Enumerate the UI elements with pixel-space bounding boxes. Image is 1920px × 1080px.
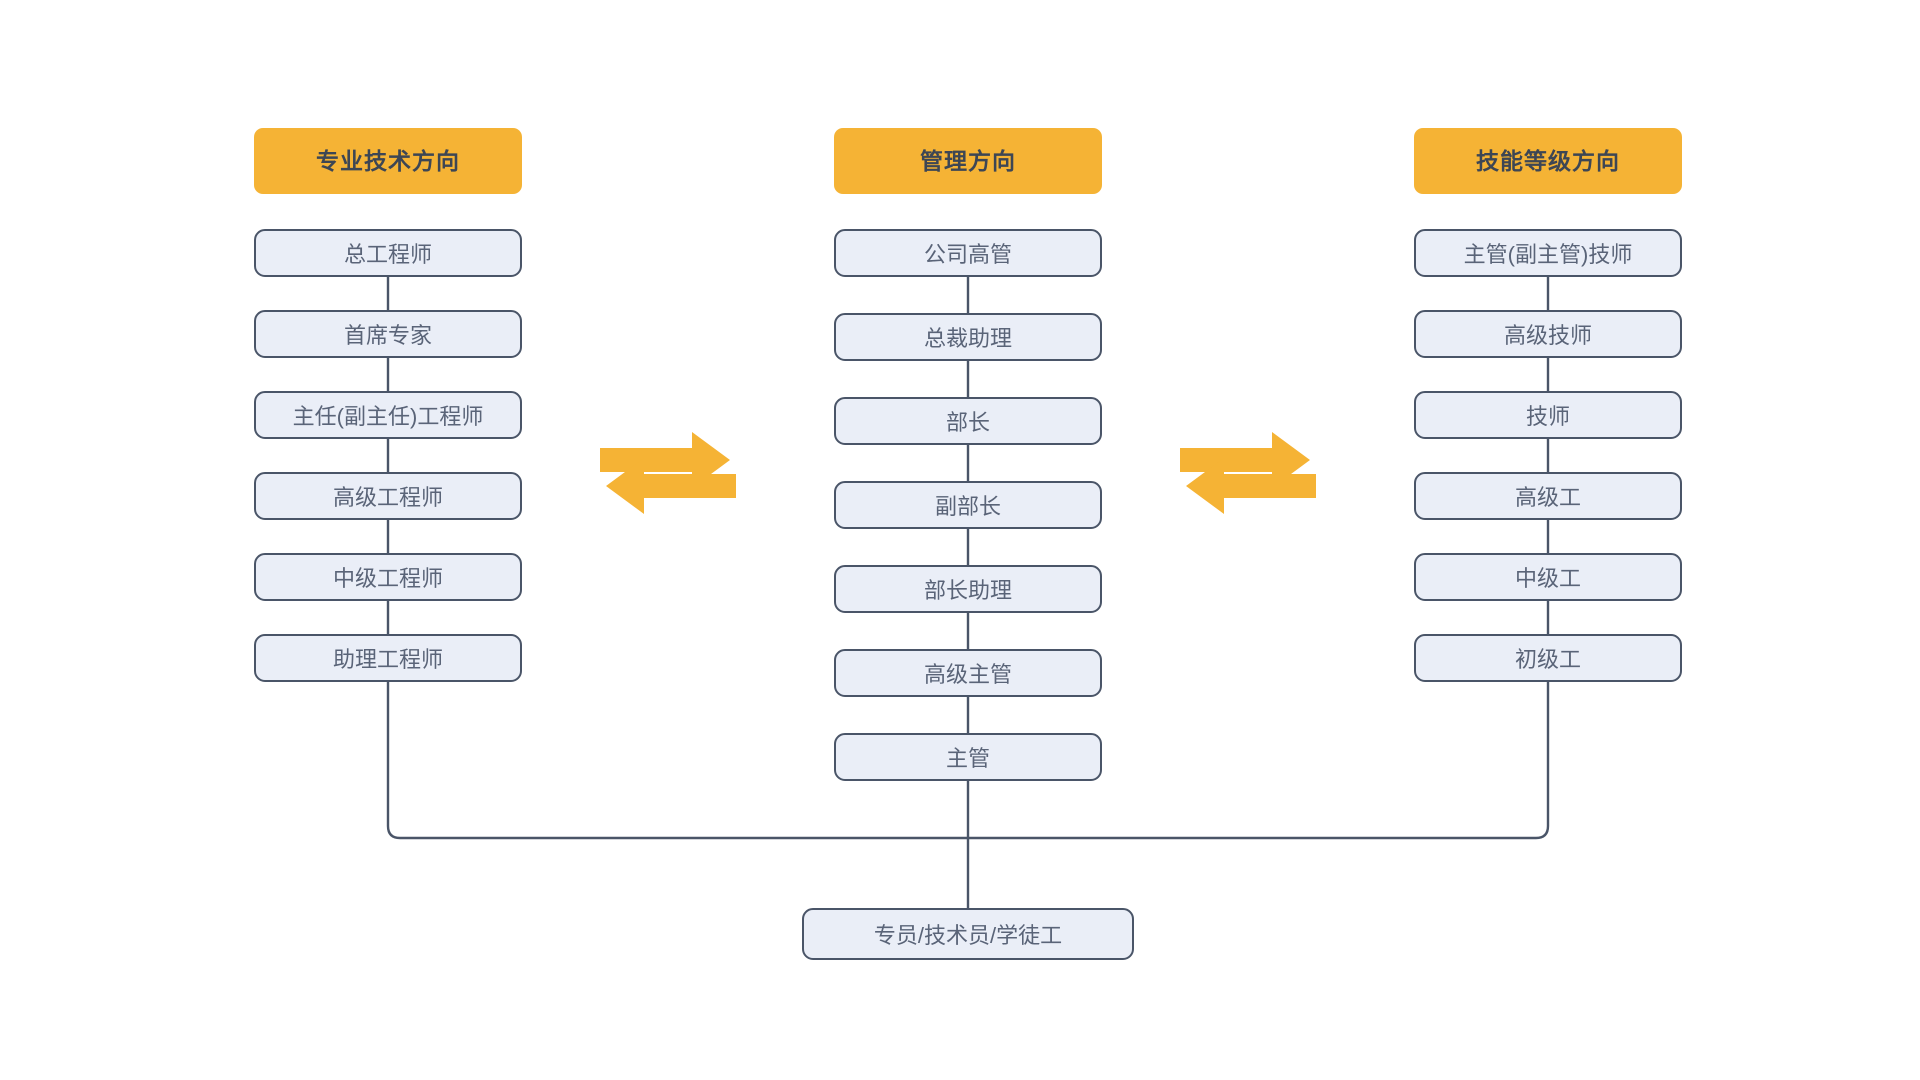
node-mgmt-1[interactable]: 公司高管	[834, 229, 1102, 277]
node-mgmt-5[interactable]: 部长助理	[834, 565, 1102, 613]
column-header-skill-grade[interactable]: 技能等级方向	[1414, 128, 1682, 194]
column-skill-grade: 技能等级方向 主管(副主管)技师 高级技师 技师 高级工 中级工 初级工	[1414, 128, 1682, 682]
arrow-left-glyph	[606, 458, 736, 514]
node-skill-4[interactable]: 高级工	[1414, 472, 1682, 520]
node-mgmt-6[interactable]: 高级主管	[834, 649, 1102, 697]
column-professional-technical: 专业技术方向 总工程师 首席专家 主任(副主任)工程师 高级工程师 中级工程师 …	[254, 128, 522, 682]
node-tech-6[interactable]: 助理工程师	[254, 634, 522, 682]
node-skill-1[interactable]: 主管(副主管)技师	[1414, 229, 1682, 277]
node-mgmt-2[interactable]: 总裁助理	[834, 313, 1102, 361]
node-tech-5[interactable]: 中级工程师	[254, 553, 522, 601]
node-tech-1[interactable]: 总工程师	[254, 229, 522, 277]
node-tech-3[interactable]: 主任(副主任)工程师	[254, 391, 522, 439]
node-skill-2[interactable]: 高级技师	[1414, 310, 1682, 358]
node-mgmt-4[interactable]: 副部长	[834, 481, 1102, 529]
node-tech-4[interactable]: 高级工程师	[254, 472, 522, 520]
column-header-professional-technical[interactable]: 专业技术方向	[254, 128, 522, 194]
node-tech-2[interactable]: 首席专家	[254, 310, 522, 358]
node-skill-6[interactable]: 初级工	[1414, 634, 1682, 682]
node-base-entry-level[interactable]: 专员/技术员/学徒工	[802, 908, 1134, 960]
bidirectional-arrows-icon-right[interactable]	[1180, 422, 1316, 514]
column-header-management[interactable]: 管理方向	[834, 128, 1102, 194]
node-skill-3[interactable]: 技师	[1414, 391, 1682, 439]
node-mgmt-7[interactable]: 主管	[834, 733, 1102, 781]
column-management: 管理方向 公司高管 总裁助理 部长 副部长 部长助理 高级主管 主管	[834, 128, 1102, 781]
arrow-left-glyph	[1186, 458, 1316, 514]
node-mgmt-3[interactable]: 部长	[834, 397, 1102, 445]
bidirectional-arrows-icon-left[interactable]	[600, 422, 736, 514]
node-skill-5[interactable]: 中级工	[1414, 553, 1682, 601]
